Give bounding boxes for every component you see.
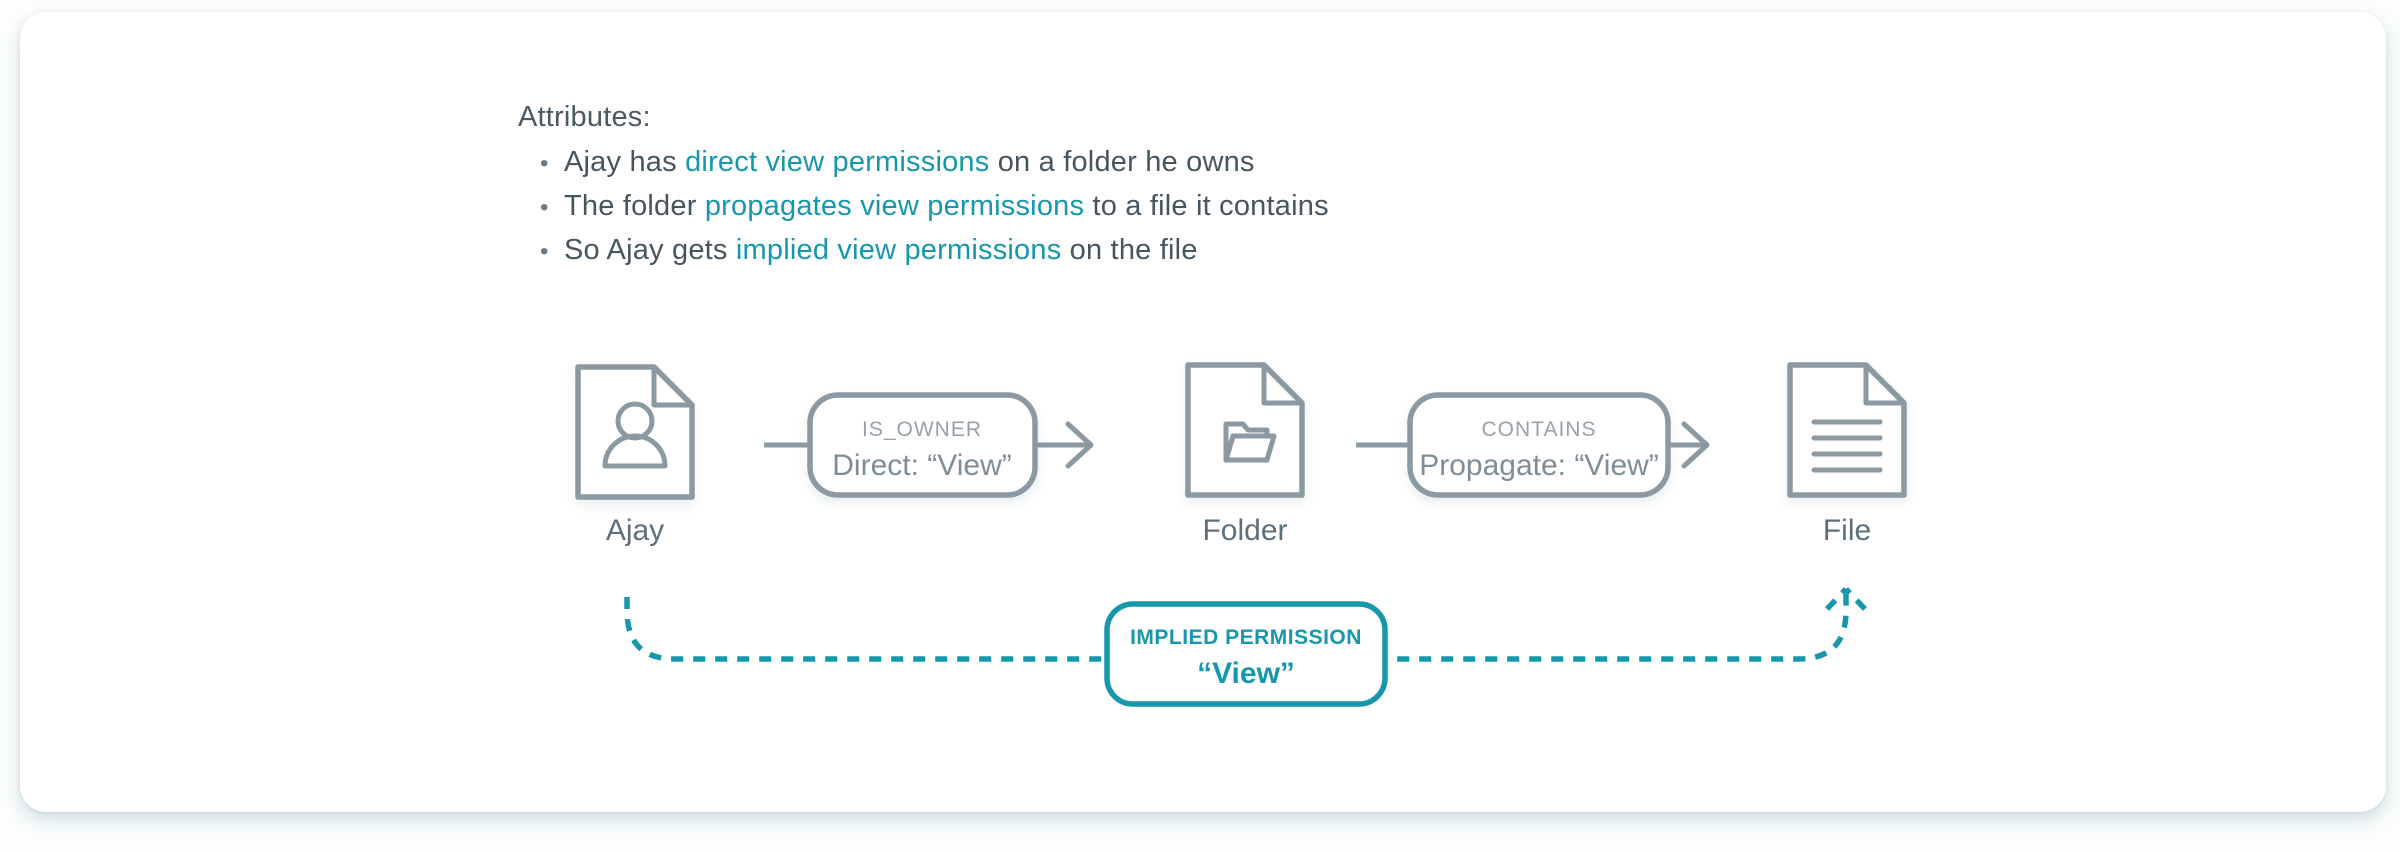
edge-type-label: CONTAINS <box>1482 418 1597 441</box>
attribute-bullet-3: • So Ajay gets implied view permissions … <box>518 229 1329 273</box>
document-outline <box>1787 362 1907 498</box>
document-outline <box>575 364 695 500</box>
content-card: Attributes: • Ajay has direct view permi… <box>20 12 2386 812</box>
node-folder: Folder <box>1185 362 1305 547</box>
arrow-right-icon <box>1668 421 1710 469</box>
text-lines-icon <box>1811 419 1883 473</box>
folder-icon <box>1223 421 1277 463</box>
attributes-list: • Ajay has direct view permissions on a … <box>518 141 1329 273</box>
arrow-right-icon <box>1035 421 1094 469</box>
bullet-icon: • <box>540 238 549 265</box>
implied-permission-path <box>624 587 1867 662</box>
edge-value-label: Direct: “View” <box>832 449 1011 482</box>
document-fold <box>1261 362 1305 406</box>
bullet-segment: on the file <box>1061 234 1198 266</box>
bullet-highlight: propagates view permissions <box>704 190 1085 222</box>
edge-is-owner: IS_OWNER Direct: “View” <box>764 392 1094 498</box>
implied-arrow-up-icon <box>1825 587 1867 611</box>
node-label-ajay: Ajay <box>606 514 664 547</box>
edge-value-label: Propagate: “View” <box>1419 449 1659 482</box>
attributes-title: Attributes: <box>518 101 651 133</box>
bullet-icon: • <box>540 150 549 177</box>
implied-pill <box>1104 601 1388 707</box>
node-label-folder: Folder <box>1202 514 1287 547</box>
node-file: File <box>1787 362 1907 547</box>
attributes-block: Attributes: • Ajay has direct view permi… <box>518 96 1329 273</box>
bullet-segment: The folder <box>564 190 705 222</box>
permissions-diagram: Ajay IS_OWNER Direct: “View” <box>575 362 1907 707</box>
node-ajay: Ajay <box>575 364 695 547</box>
implied-type-label: IMPLIED PERMISSION <box>1130 626 1362 649</box>
attribute-bullet-2: • The folder propagates view permissions… <box>518 185 1329 229</box>
bullet-highlight: implied view permissions <box>735 234 1062 266</box>
bullet-text: Ajay has direct view permissions on a fo… <box>564 141 1255 184</box>
implied-value-label: “View” <box>1197 657 1295 690</box>
bullet-segment: So Ajay gets <box>564 234 736 266</box>
bullet-icon: • <box>540 194 549 221</box>
bullet-text: So Ajay gets implied view permissions on… <box>564 229 1198 272</box>
bullet-segment: Ajay has <box>564 146 686 178</box>
node-label-file: File <box>1823 514 1871 547</box>
implied-permission-node: IMPLIED PERMISSION “View” <box>1104 601 1388 707</box>
bullet-segment: on a folder he owns <box>989 146 1255 178</box>
bullet-segment: to a file it contains <box>1084 190 1329 222</box>
bullet-highlight: direct view permissions <box>685 146 990 178</box>
attribute-bullet-1: • Ajay has direct view permissions on a … <box>518 141 1329 185</box>
person-icon <box>602 401 668 469</box>
bullet-text: The folder propagates view permissions t… <box>564 185 1329 228</box>
document-fold <box>651 364 695 408</box>
document-fold <box>1863 362 1907 406</box>
edge-contains: CONTAINS Propagate: “View” <box>1356 392 1710 498</box>
edge-type-label: IS_OWNER <box>862 418 982 441</box>
